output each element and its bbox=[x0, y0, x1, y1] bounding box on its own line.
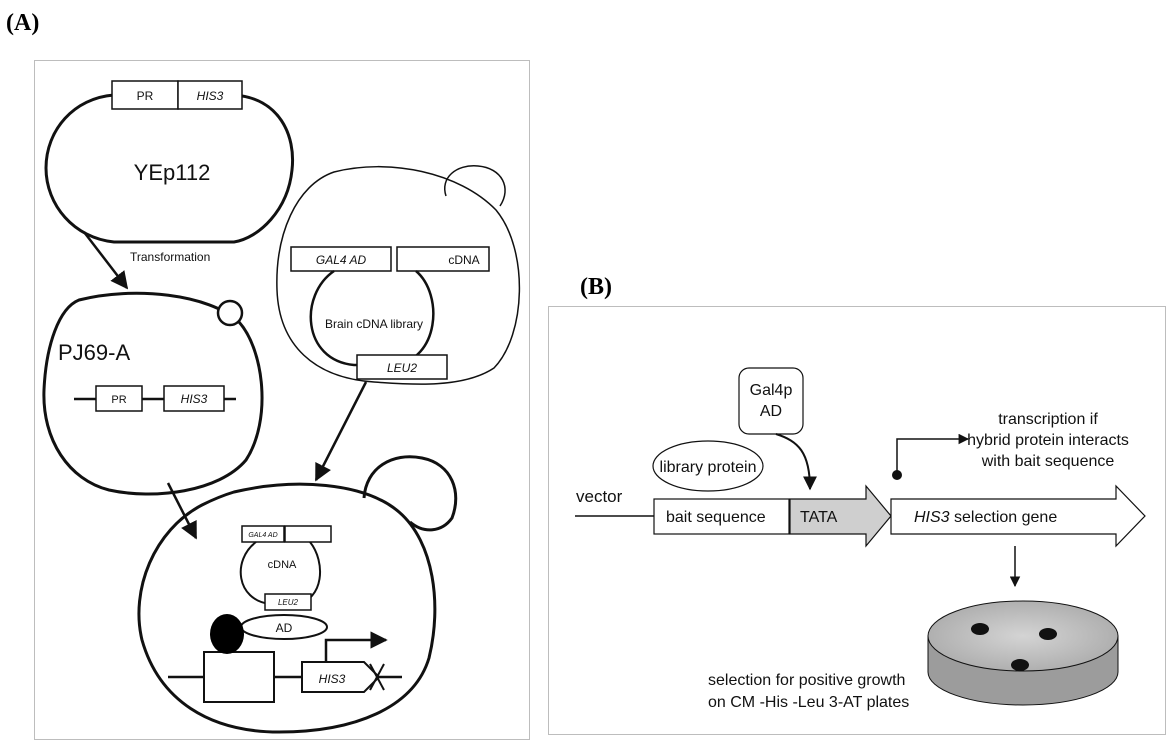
bait-sequence-box bbox=[653, 498, 790, 535]
gal4-ad-line1: Gal4p bbox=[750, 382, 793, 399]
strain-to-cell-arrow bbox=[166, 482, 198, 540]
yep112-plasmid bbox=[44, 93, 295, 244]
his3-selection-gene bbox=[890, 484, 1146, 548]
selection-line-1: selection for positive growth bbox=[708, 672, 905, 689]
gal4-ad-arrow bbox=[775, 433, 817, 491]
pj69a-bud bbox=[216, 299, 244, 327]
strain-his3-box bbox=[163, 385, 225, 412]
tata-label: TATA bbox=[800, 509, 838, 526]
his3-selection-label: HIS3 selection gene bbox=[914, 509, 1057, 526]
final-ad-label: AD bbox=[276, 621, 293, 635]
yeast-strain-name: PJ69-A bbox=[58, 340, 130, 365]
selection-line-2: on CM -His -Leu 3-AT plates bbox=[708, 694, 909, 711]
library-cdna-label: cDNA bbox=[448, 253, 479, 267]
yeast-colony bbox=[1011, 659, 1029, 671]
cotransformed-cell bbox=[137, 482, 437, 734]
plasmid-pr-label: PR bbox=[137, 89, 154, 103]
library-gal4ad-label: GAL4 AD bbox=[316, 253, 367, 267]
transcription-arrow-a bbox=[324, 631, 388, 661]
plasmid-name: YEp112 bbox=[134, 160, 211, 185]
plasmid-his3-box bbox=[177, 80, 243, 110]
library-name: Brain cDNA library bbox=[325, 317, 423, 331]
final-promoter-box bbox=[203, 651, 275, 703]
library-protein-label: library protein bbox=[660, 459, 757, 476]
strain-his3-label: HIS3 bbox=[181, 392, 208, 406]
library-cdna-box bbox=[396, 246, 490, 272]
tata-box bbox=[789, 484, 892, 548]
gal4-ad-box bbox=[738, 367, 804, 435]
final-his3-arrow-box bbox=[301, 661, 381, 693]
transcription-arrow-b bbox=[896, 433, 970, 475]
plasmid-his3-label: HIS3 bbox=[197, 89, 224, 103]
library-leu2-box bbox=[356, 354, 448, 380]
library-to-cell-arrow bbox=[314, 381, 368, 482]
binding-domain-blob bbox=[210, 614, 244, 654]
yeast-colony bbox=[1039, 628, 1057, 640]
yeast-colony bbox=[971, 623, 989, 635]
final-gal4ad-label: GAL4 AD bbox=[248, 532, 277, 539]
transcription-line-3: with bait sequence bbox=[981, 453, 1115, 470]
final-cdna-box bbox=[284, 525, 332, 543]
bait-sequence-label: bait sequence bbox=[666, 509, 766, 526]
strain-pr-box bbox=[95, 385, 143, 412]
panel-label-b: (B) bbox=[580, 274, 612, 300]
library-cell bbox=[276, 166, 521, 385]
final-gal4ad-box bbox=[241, 525, 285, 543]
cotransformed-bud bbox=[362, 455, 458, 532]
final-leu2-label: LEU2 bbox=[278, 598, 299, 607]
library-bud bbox=[444, 165, 506, 207]
transcription-line-1: transcription if bbox=[998, 411, 1098, 428]
his3-gene-name: HIS3 bbox=[914, 509, 950, 526]
library-protein-oval bbox=[652, 440, 764, 492]
strain-pr-label: PR bbox=[111, 394, 126, 406]
selection-gene-text: selection gene bbox=[950, 509, 1058, 526]
library-leu2-label: LEU2 bbox=[387, 361, 417, 375]
transformation-label: Transformation bbox=[130, 250, 210, 264]
petri-dish-top bbox=[927, 600, 1119, 672]
his3-cross-b bbox=[369, 663, 385, 691]
vector-label: vector bbox=[576, 487, 623, 506]
final-leu2-box bbox=[264, 593, 312, 611]
panel-label-a: (A) bbox=[6, 10, 40, 36]
transcription-line-2: hybrid protein interacts bbox=[967, 432, 1129, 449]
transformation-arrow bbox=[83, 231, 129, 290]
final-his3-label: HIS3 bbox=[319, 672, 346, 686]
panel-a-diagram: PR HIS3 YEp112 Transformation PJ69-A PR … bbox=[34, 60, 530, 740]
panel-b-diagram: vector library protein Gal4p AD bait seq… bbox=[548, 306, 1166, 735]
final-cdna-label: cDNA bbox=[268, 559, 297, 571]
plasmid-pr-box bbox=[111, 80, 179, 110]
pj69a-cell bbox=[42, 291, 264, 496]
library-gal4ad-box bbox=[290, 246, 392, 272]
gal4-ad-line2: AD bbox=[760, 403, 782, 420]
